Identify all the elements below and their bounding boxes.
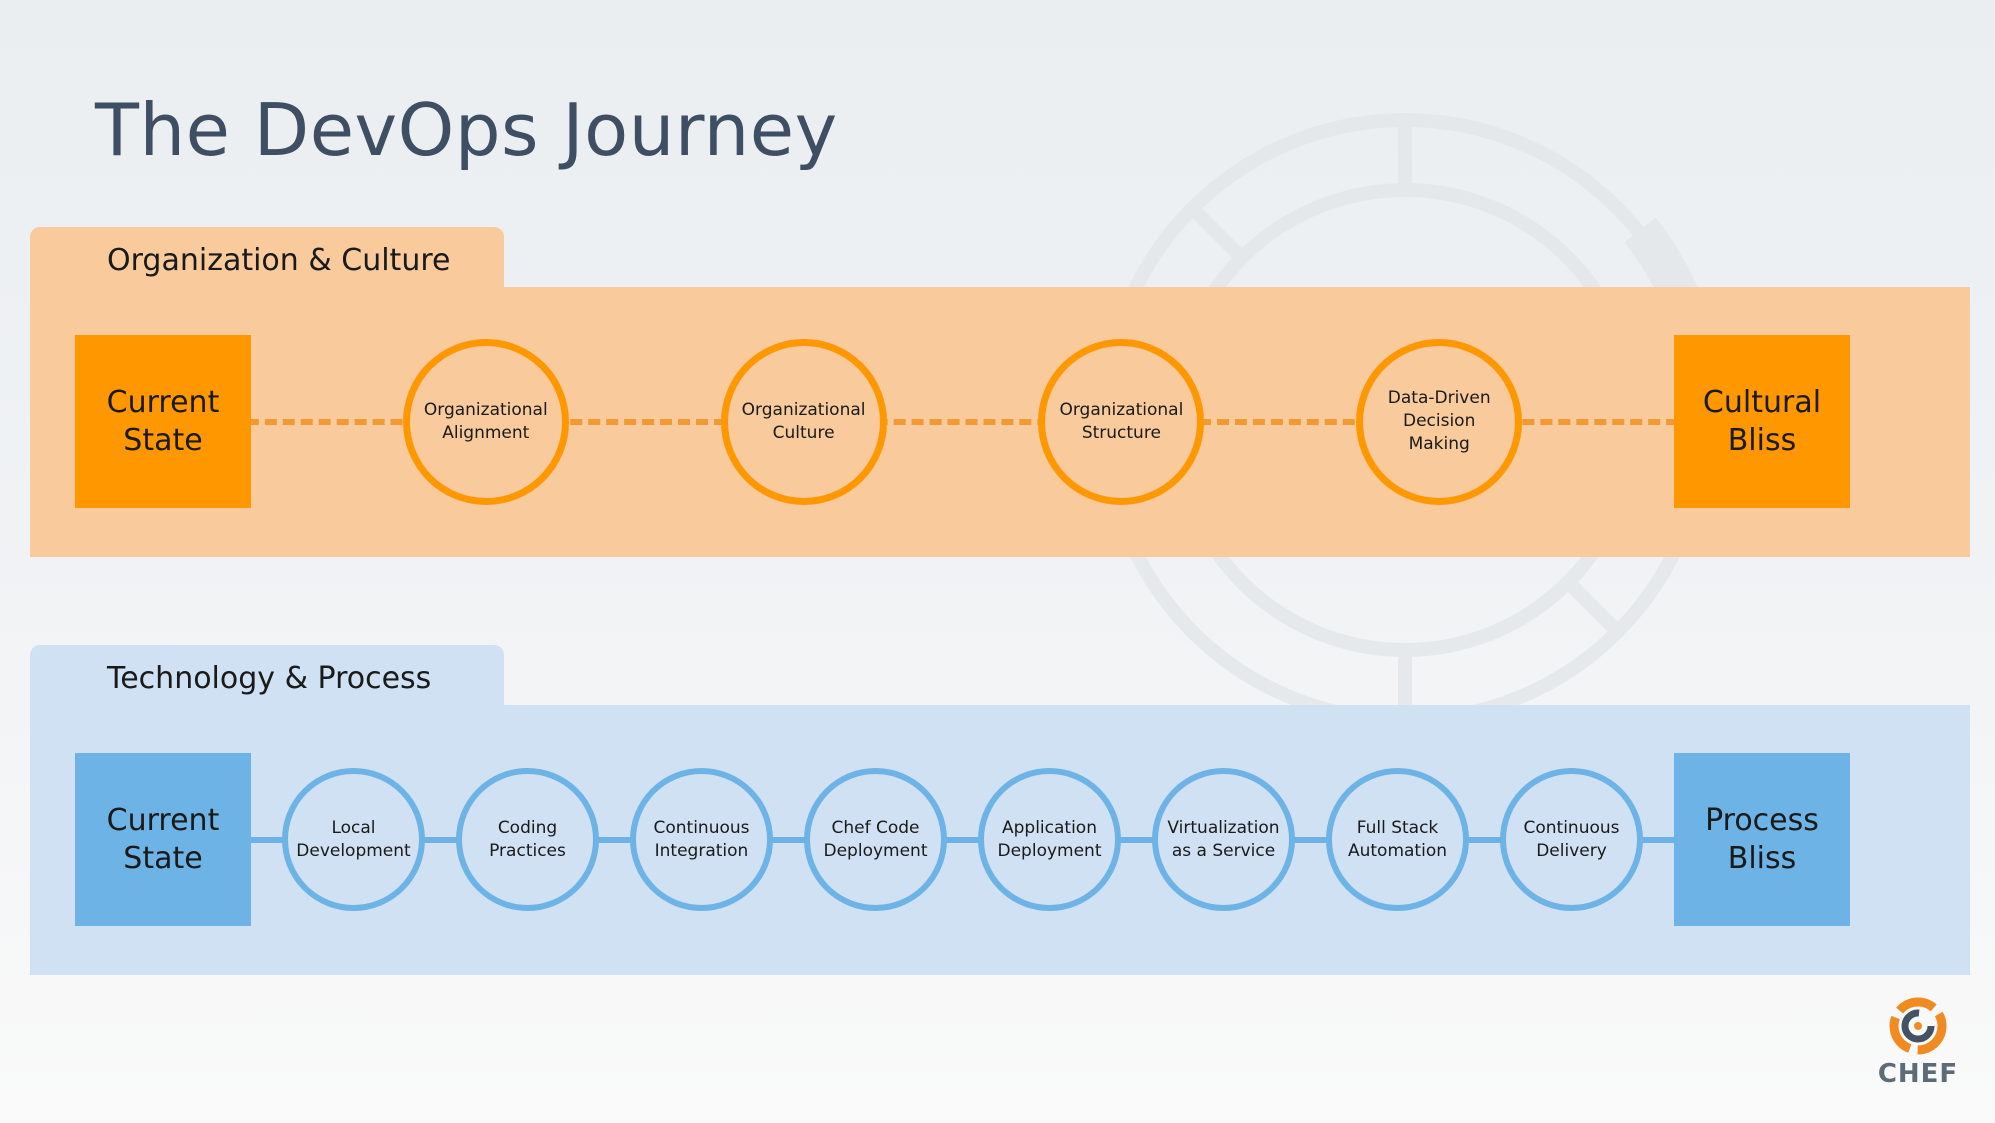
- tech-step-label: Coding Practices: [489, 817, 566, 861]
- culture-step-circle: Organizational Structure: [1038, 338, 1205, 505]
- technology-process-band: Current State Local Development Coding P…: [30, 705, 1970, 975]
- tech-step-label: Chef Code Deployment: [823, 817, 928, 861]
- cultural-bliss-box: Cultural Bliss: [1673, 335, 1850, 508]
- culture-flow: Current State Organizational Alignment O…: [75, 335, 1850, 508]
- tech-step-label: Continuous Delivery: [1523, 817, 1620, 861]
- technology-process-heading: Technology & Process: [30, 645, 504, 709]
- chef-logo-text: CHEF: [1877, 1059, 1959, 1089]
- tech-step-label: Virtualization as a Service: [1167, 817, 1280, 861]
- tech-step-circle: Virtualization as a Service: [1152, 768, 1295, 911]
- chef-logo-icon: [1889, 997, 1947, 1055]
- tech-step-circle: Chef Code Deployment: [804, 768, 947, 911]
- process-bliss-label: Process Bliss: [1705, 802, 1819, 876]
- tech-step-label: Full Stack Automation: [1347, 817, 1447, 861]
- culture-step-label: Data-Driven Decision Making: [1387, 388, 1491, 454]
- culture-step-circle: Organizational Culture: [720, 338, 887, 505]
- tech-step-circle: Local Development: [282, 768, 425, 911]
- tech-step-label: Continuous Integration: [653, 817, 750, 861]
- tech-current-state-box: Current State: [75, 753, 251, 926]
- page-title: The DevOps Journey: [95, 88, 838, 172]
- tech-step-label: Application Deployment: [997, 817, 1102, 861]
- culture-step-label: Organizational Alignment: [423, 399, 548, 443]
- culture-current-state-box: Current State: [75, 335, 251, 508]
- organization-culture-section: Organization & Culture Current State Org…: [30, 227, 1970, 557]
- chef-logo: CHEF: [1868, 995, 1968, 1095]
- technology-process-section: Technology & Process Current State Local…: [30, 645, 1970, 975]
- organization-culture-heading: Organization & Culture: [30, 227, 504, 291]
- tech-step-circle: Application Deployment: [978, 768, 1121, 911]
- tech-step-circle: Continuous Integration: [630, 768, 773, 911]
- culture-step-label: Organizational Culture: [741, 399, 866, 443]
- tech-current-state-label: Current State: [106, 802, 220, 876]
- tech-step-label: Local Development: [296, 817, 411, 861]
- tech-step-circle: Full Stack Automation: [1326, 768, 1469, 911]
- tech-solid-connector: [175, 837, 1750, 849]
- culture-current-state-label: Current State: [106, 384, 220, 458]
- culture-dashed-connector: [175, 419, 1750, 431]
- tech-step-circle: Continuous Delivery: [1500, 768, 1643, 911]
- cultural-bliss-label: Cultural Bliss: [1702, 384, 1822, 458]
- tech-flow: Current State Local Development Coding P…: [75, 753, 1850, 926]
- culture-step-circle: Data-Driven Decision Making: [1356, 338, 1523, 505]
- organization-culture-band: Current State Organizational Alignment O…: [30, 287, 1970, 557]
- culture-step-circle: Organizational Alignment: [402, 338, 569, 505]
- tech-step-circle: Coding Practices: [456, 768, 599, 911]
- process-bliss-box: Process Bliss: [1674, 753, 1850, 926]
- culture-step-label: Organizational Structure: [1059, 399, 1184, 443]
